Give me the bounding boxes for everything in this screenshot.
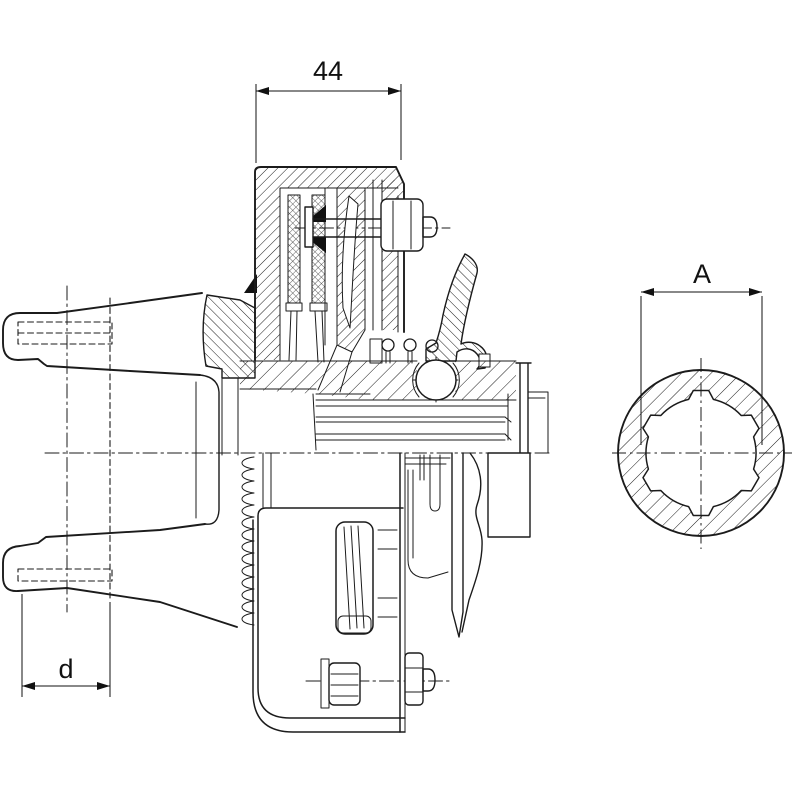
hub-outer-circle: [617, 369, 785, 537]
arrowhead-left-icon: [22, 682, 35, 690]
release-lever-fork: [407, 452, 483, 638]
dimension-d-label: d: [58, 654, 73, 684]
release-bearing: [239, 359, 517, 401]
clutch-housing: [254, 166, 405, 361]
housing-cup: [241, 452, 451, 733]
arrowhead-left-icon: [641, 288, 654, 296]
spline-end-view: [612, 358, 792, 549]
seal-ring: [244, 274, 257, 293]
spline-ring-hatch: [618, 370, 784, 536]
shaft-end-block: [487, 452, 531, 538]
arrowhead-right-icon: [749, 288, 762, 296]
housing-step-lines: [221, 377, 239, 456]
friction-discs: [285, 187, 366, 451]
dimension-44: 44: [255, 56, 402, 163]
clamp-nut: [404, 652, 424, 706]
bearing-ball: [415, 359, 457, 401]
spline-hub-sleeves: [315, 362, 549, 454]
spring-coils: [241, 456, 255, 626]
hidden-lines: [17, 297, 113, 599]
side-section-view: [2, 166, 550, 733]
clamp-bolt: [320, 652, 436, 709]
dimension-44-label: 44: [313, 56, 343, 86]
adjuster-bolt: [304, 198, 438, 252]
arrowhead-left-icon: [256, 87, 269, 95]
dimension-a-label: A: [693, 259, 711, 289]
release-lever: [425, 253, 488, 370]
arrowhead-right-icon: [97, 682, 110, 690]
dimension-d: d: [21, 594, 111, 697]
adjuster-nut: [380, 198, 424, 252]
spline-bore-profile: [642, 389, 760, 517]
dimension-a: A: [640, 259, 763, 445]
arrowhead-right-icon: [388, 87, 401, 95]
yoke: [2, 292, 238, 628]
